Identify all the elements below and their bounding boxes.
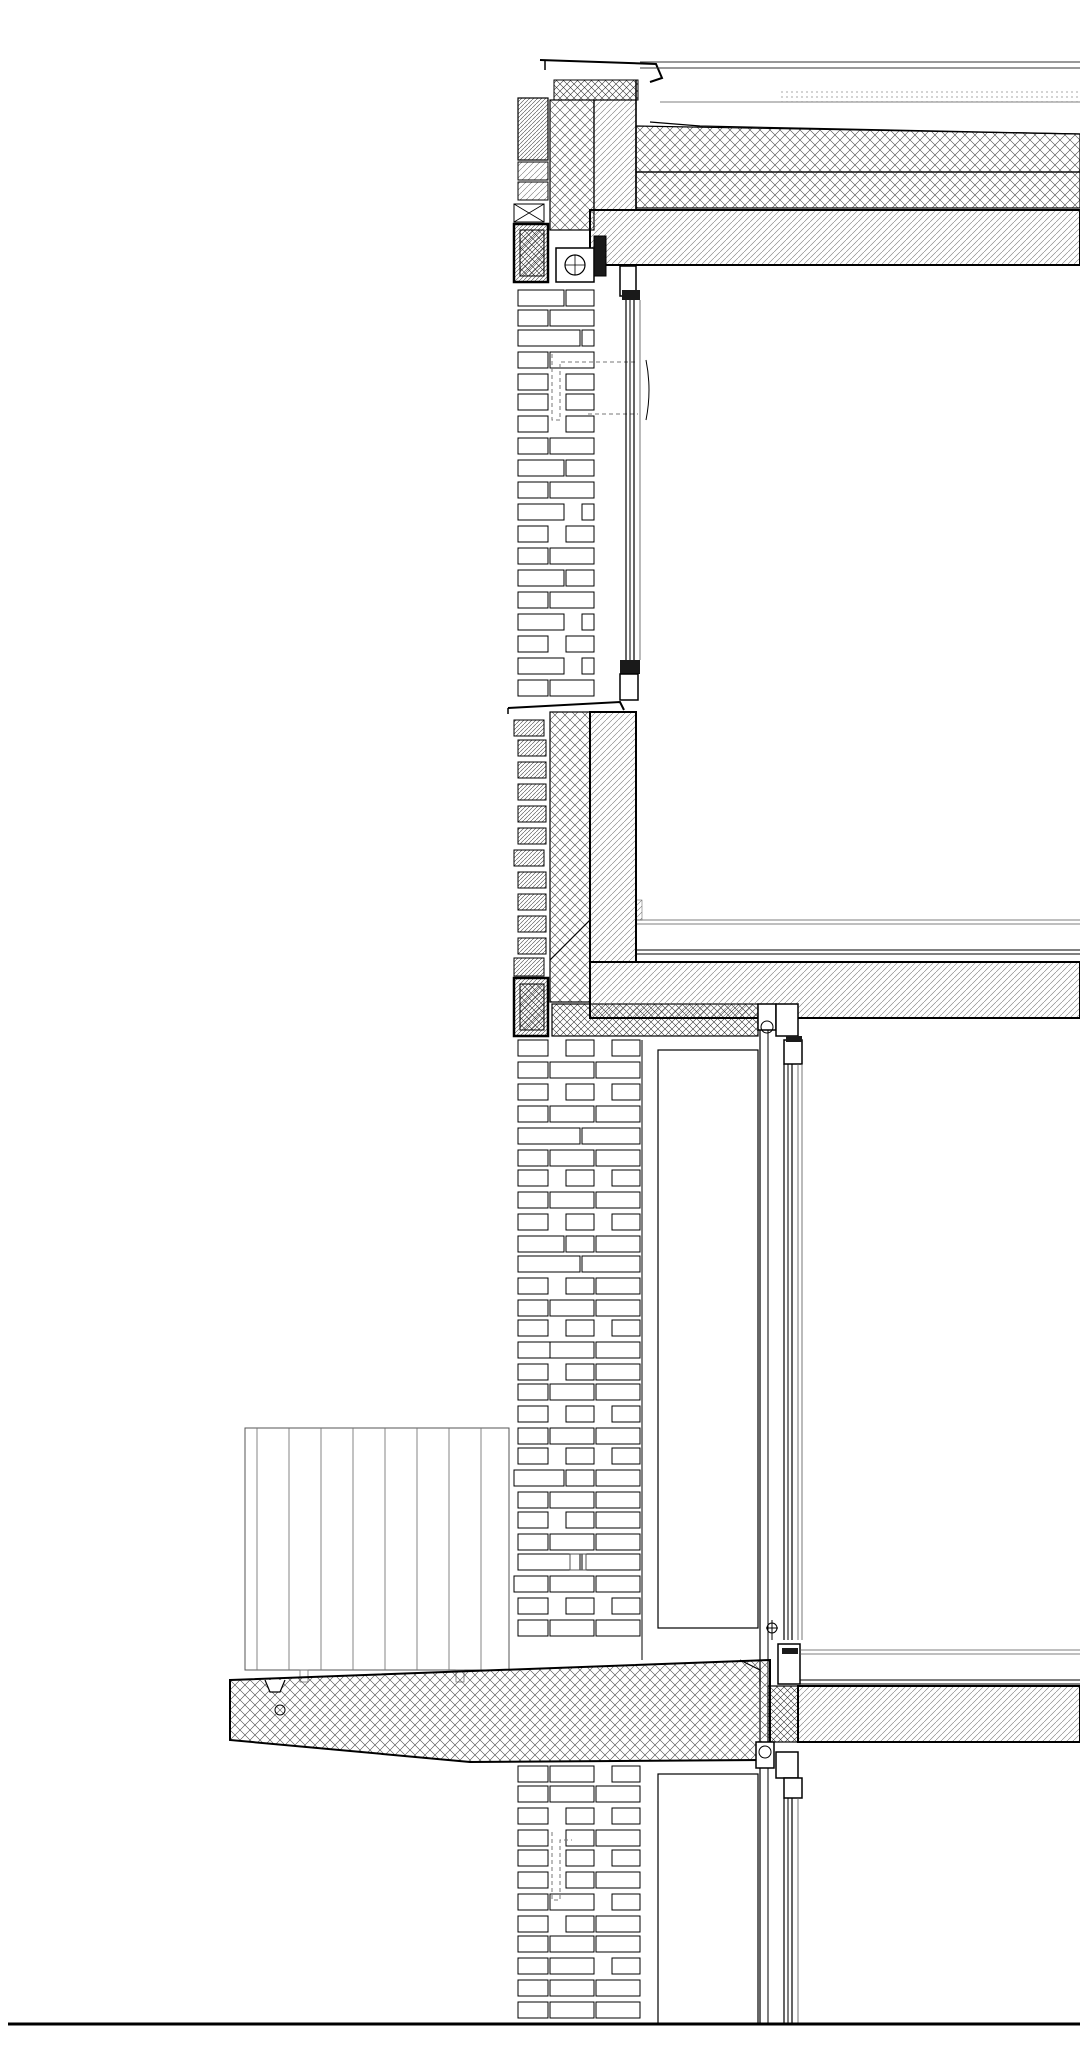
- roof-assembly: [539, 59, 1080, 266]
- floor-slab-upper: [589, 712, 1080, 1019]
- lower-brick-wall: [517, 1765, 641, 2019]
- intermediate-wall: [512, 711, 759, 1038]
- balcony: [229, 1427, 771, 1764]
- tall-window: [641, 1003, 803, 2024]
- upper-brick-wall: [517, 289, 595, 697]
- upper-window: [507, 265, 650, 714]
- floor-slab-middle: [767, 1649, 1080, 1743]
- parapet-masonry: [512, 97, 607, 284]
- middle-brick-wall: [513, 1039, 641, 1637]
